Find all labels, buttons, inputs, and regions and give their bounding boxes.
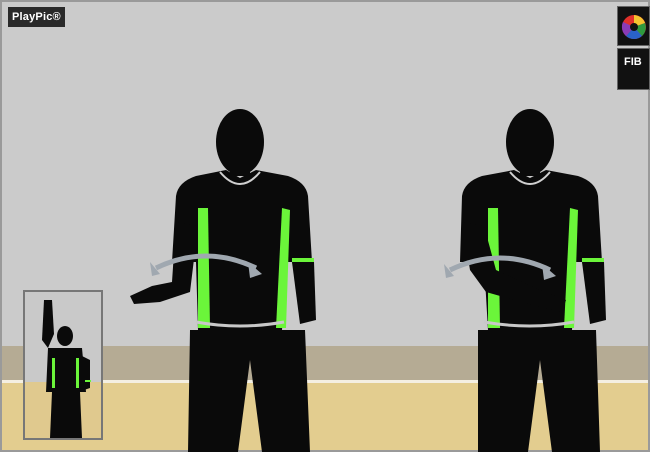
- federation-badge-icon: FIB: [617, 48, 650, 90]
- inset-thumbnail: [24, 291, 102, 439]
- badge-text: FIB: [624, 56, 642, 68]
- color-wheel-logo-icon: [617, 6, 650, 46]
- brand-label: PlayPic®: [8, 7, 65, 27]
